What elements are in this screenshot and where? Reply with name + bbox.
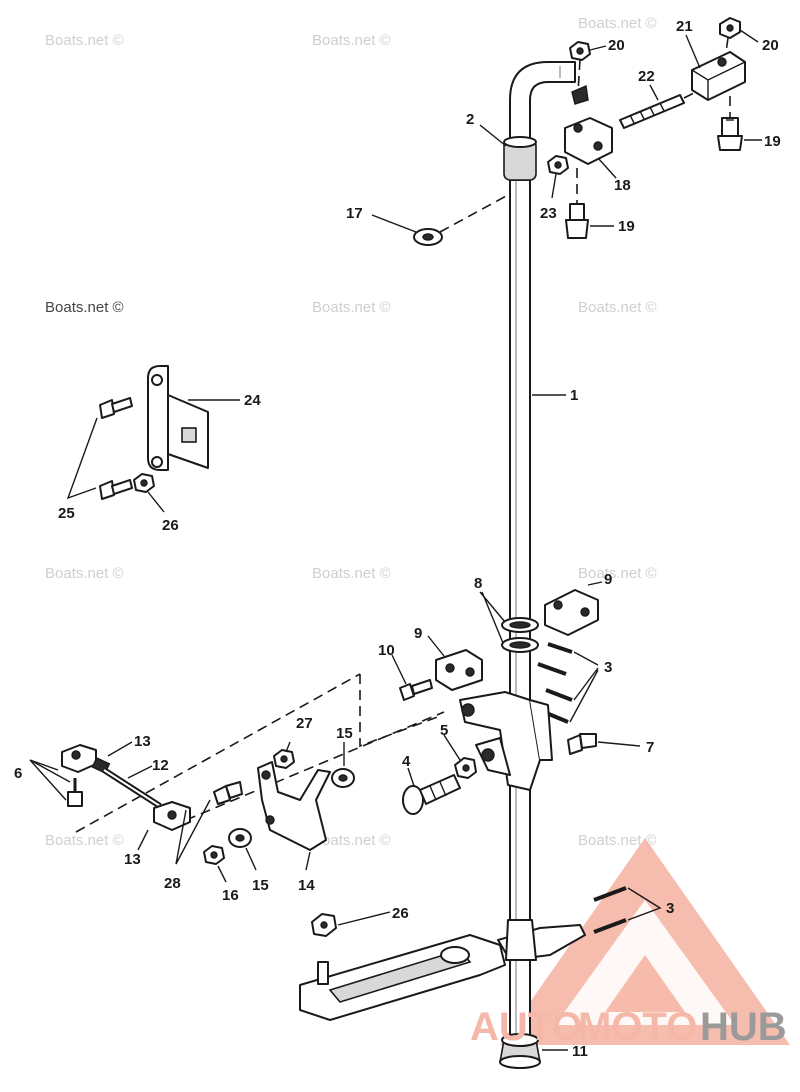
bolt [99, 479, 133, 500]
callout-11: 11 [572, 1043, 588, 1060]
watermark-text: Boats.net © [312, 299, 391, 316]
shift-lever-casting [459, 691, 553, 791]
watermark-text: Boats.net © [45, 565, 124, 582]
callout-3: 3 [604, 659, 612, 676]
callout-20: 20 [762, 37, 779, 54]
swivel-block [691, 51, 746, 101]
callout-1: 1 [570, 387, 578, 404]
watermark-text: Boats.net © [45, 832, 124, 849]
callout-7: 7 [646, 739, 654, 756]
callout-17: 17 [346, 205, 363, 222]
callout-26: 26 [392, 905, 409, 922]
callout-15: 15 [336, 725, 353, 742]
callout-16: 16 [222, 887, 239, 904]
callout-19: 19 [764, 133, 781, 150]
screw [565, 203, 589, 239]
washer [331, 768, 355, 788]
callout-12: 12 [152, 757, 169, 774]
callout-27: 27 [296, 715, 313, 732]
roll-pin [593, 886, 627, 934]
clamp-plate [435, 649, 483, 691]
mounting-bracket [147, 365, 209, 471]
logo-text: AUTO [470, 1005, 583, 1049]
callout-22: 22 [638, 68, 655, 85]
callout-25: 25 [58, 505, 75, 522]
hex-nut [273, 749, 295, 769]
cam-plate [257, 761, 331, 851]
link-block [564, 117, 613, 165]
callout-26: 26 [162, 517, 179, 534]
callout-10: 10 [378, 642, 395, 659]
logo-text: HUB [700, 1005, 787, 1049]
ball-stud [213, 781, 243, 805]
watermark-text: Boats.net © [578, 299, 657, 316]
screw [717, 117, 743, 151]
callout-19: 19 [618, 218, 635, 235]
callout-6: 6 [14, 765, 22, 782]
callout-13: 13 [124, 851, 141, 868]
cap-screw [399, 679, 433, 701]
watermark-text: Boats.net © [45, 299, 124, 316]
pivot-stud [567, 733, 597, 755]
hex-nut [203, 845, 225, 865]
watermark-text: Boats.net © [578, 832, 657, 849]
callout-3: 3 [666, 900, 674, 917]
callout-18: 18 [614, 177, 631, 194]
clamp-plate [544, 589, 599, 636]
callout-5: 5 [440, 722, 448, 739]
callout-14: 14 [298, 877, 315, 894]
washer [228, 828, 252, 848]
watermark-text: Boats.net © [312, 565, 391, 582]
callout-23: 23 [540, 205, 557, 222]
callout-21: 21 [676, 18, 693, 35]
logo-text: MOTO [578, 1005, 697, 1049]
washer [501, 617, 539, 633]
link-rod [61, 744, 191, 831]
washer [501, 637, 539, 653]
hex-nut [547, 155, 569, 175]
callout-8: 8 [474, 575, 482, 592]
callout-28: 28 [164, 875, 181, 892]
hex-bolt [402, 774, 461, 815]
watermark-text: Boats.net © [312, 832, 391, 849]
watermark-text: Boats.net © [578, 15, 657, 32]
threaded-rod [619, 94, 685, 129]
hex-nut [569, 41, 591, 61]
watermark-text: Boats.net © [578, 565, 657, 582]
callout-24: 24 [244, 392, 261, 409]
logo-triangle-icon [500, 838, 790, 1045]
shift-arm [299, 919, 586, 1021]
hex-nut [719, 17, 741, 39]
hex-nut [311, 913, 337, 937]
bolt [99, 397, 133, 419]
watermark-text: Boats.net © [312, 32, 391, 49]
callout-15: 15 [252, 877, 269, 894]
shaft-bushing [503, 136, 537, 181]
callout-9: 9 [414, 625, 422, 642]
hex-nut [133, 473, 155, 493]
callout-4: 4 [402, 753, 411, 770]
ball-stud [67, 778, 83, 807]
callout-13: 13 [134, 733, 151, 750]
callout-20: 20 [608, 37, 625, 54]
callout-2: 2 [466, 111, 474, 128]
bottom-bushing [499, 1033, 541, 1069]
watermark-text: Boats.net © [45, 32, 124, 49]
hex-nut [454, 757, 477, 779]
clip-ring [413, 228, 443, 246]
callout-9: 9 [604, 571, 612, 588]
